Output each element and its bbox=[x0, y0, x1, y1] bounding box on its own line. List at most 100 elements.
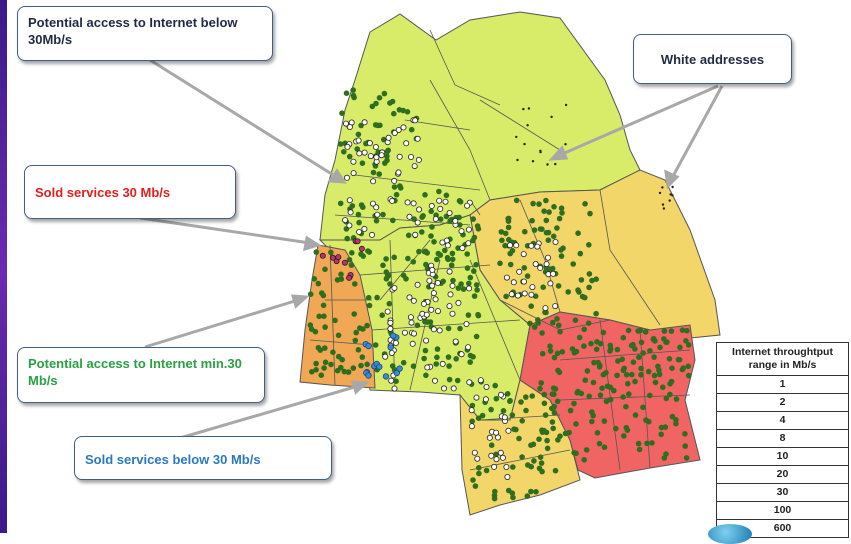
tree-dot bbox=[554, 398, 561, 405]
tree-dot bbox=[584, 368, 591, 374]
white-address-dot bbox=[458, 228, 465, 235]
tree-dot bbox=[582, 201, 588, 207]
white-address-dot bbox=[395, 169, 402, 176]
tree-dot bbox=[560, 245, 566, 251]
white-address-dot bbox=[370, 178, 377, 185]
white-address-dot bbox=[534, 243, 541, 250]
tree-dot bbox=[453, 356, 460, 362]
tree-dot bbox=[673, 396, 680, 402]
tree-dot bbox=[346, 153, 353, 160]
tree-dot bbox=[590, 412, 596, 419]
tree-dot bbox=[629, 371, 635, 378]
tree-dot bbox=[529, 217, 535, 224]
tree-dot bbox=[470, 477, 476, 483]
sold-below-30-dot bbox=[365, 372, 372, 379]
tree-dot bbox=[471, 268, 477, 274]
tree-dot bbox=[356, 219, 362, 226]
small-address-dot bbox=[523, 142, 526, 146]
tree-dot bbox=[474, 287, 480, 293]
tree-dot bbox=[680, 365, 687, 371]
tree-dot bbox=[313, 367, 319, 373]
sold-below-30-dot bbox=[389, 332, 397, 339]
tree-dot bbox=[344, 235, 351, 242]
white-address-dot bbox=[508, 291, 515, 298]
white-address-dot bbox=[391, 129, 398, 136]
tree-dot bbox=[443, 192, 450, 199]
tree-dot bbox=[355, 131, 362, 138]
tree-dot bbox=[510, 464, 516, 470]
tree-dot bbox=[372, 342, 379, 348]
tree-dot bbox=[576, 334, 583, 341]
tree-dot bbox=[507, 261, 514, 268]
white-address-dot bbox=[521, 278, 528, 285]
white-address-dot bbox=[529, 284, 536, 291]
tree-dot bbox=[528, 442, 534, 449]
tree-dot bbox=[383, 256, 389, 262]
tree-dot bbox=[632, 346, 638, 352]
white-address-dot bbox=[428, 306, 435, 313]
legend-row: 600 bbox=[773, 522, 792, 534]
tree-dot bbox=[552, 467, 559, 474]
tree-dot bbox=[522, 228, 528, 235]
white-address-dot bbox=[391, 284, 398, 291]
white-address-dot bbox=[532, 260, 539, 267]
tree-dot bbox=[549, 391, 556, 397]
legend-row: 2 bbox=[717, 394, 848, 412]
tree-dot bbox=[457, 199, 464, 205]
white-address-dot bbox=[350, 158, 357, 165]
sold-below-30-dot bbox=[396, 365, 403, 372]
white-address-dot bbox=[547, 280, 554, 287]
tree-dot bbox=[384, 153, 390, 159]
tree-dot bbox=[529, 393, 535, 399]
white-address-dot bbox=[391, 177, 398, 184]
tree-dot bbox=[393, 191, 400, 198]
legend-row: 8 bbox=[717, 430, 848, 448]
tree-dot bbox=[682, 431, 688, 437]
tree-dot bbox=[433, 361, 440, 367]
small-address-dot bbox=[531, 160, 535, 163]
tree-dot bbox=[411, 216, 417, 222]
tree-dot bbox=[519, 418, 525, 424]
tree-dot bbox=[685, 342, 692, 348]
legend-row: 20 bbox=[717, 466, 848, 484]
tree-dot bbox=[685, 363, 692, 370]
small-address-dot bbox=[671, 194, 674, 197]
tree-dot bbox=[573, 348, 580, 355]
tree-dot bbox=[669, 413, 676, 420]
tree-dot bbox=[492, 382, 499, 389]
tree-dot bbox=[589, 277, 595, 284]
small-address-dot bbox=[554, 162, 557, 166]
tree-dot bbox=[349, 250, 355, 256]
white-address-dot bbox=[444, 242, 451, 249]
tree-dot bbox=[307, 322, 314, 328]
tree-dot bbox=[538, 380, 544, 386]
white-address-dot bbox=[429, 282, 436, 289]
tree-dot bbox=[317, 347, 324, 353]
tree-dot bbox=[449, 256, 456, 263]
tree-dot bbox=[573, 421, 579, 427]
tree-dot bbox=[424, 319, 431, 325]
tree-dot bbox=[682, 443, 688, 449]
tree-dot bbox=[320, 302, 327, 309]
tree-dot bbox=[666, 356, 673, 362]
white-address-dot bbox=[429, 266, 436, 273]
callout-white-addresses: White addresses bbox=[633, 34, 792, 84]
tree-dot bbox=[493, 451, 499, 458]
tree-dot bbox=[543, 217, 550, 224]
tree-dot bbox=[458, 281, 464, 287]
tree-dot bbox=[428, 208, 435, 215]
tree-dot bbox=[376, 95, 383, 101]
tree-dot bbox=[454, 377, 461, 384]
tree-dot bbox=[614, 372, 620, 379]
white-address-dot bbox=[430, 326, 437, 333]
tree-dot bbox=[416, 248, 422, 255]
tree-dot bbox=[509, 490, 516, 497]
white-address-dot bbox=[497, 449, 504, 456]
white-address-dot bbox=[465, 226, 472, 233]
white-address-dot bbox=[543, 261, 550, 268]
tree-dot bbox=[355, 211, 362, 218]
tree-dot bbox=[683, 338, 689, 344]
tree-dot bbox=[374, 294, 380, 301]
tree-dot bbox=[483, 467, 490, 474]
tree-dot bbox=[630, 359, 637, 366]
